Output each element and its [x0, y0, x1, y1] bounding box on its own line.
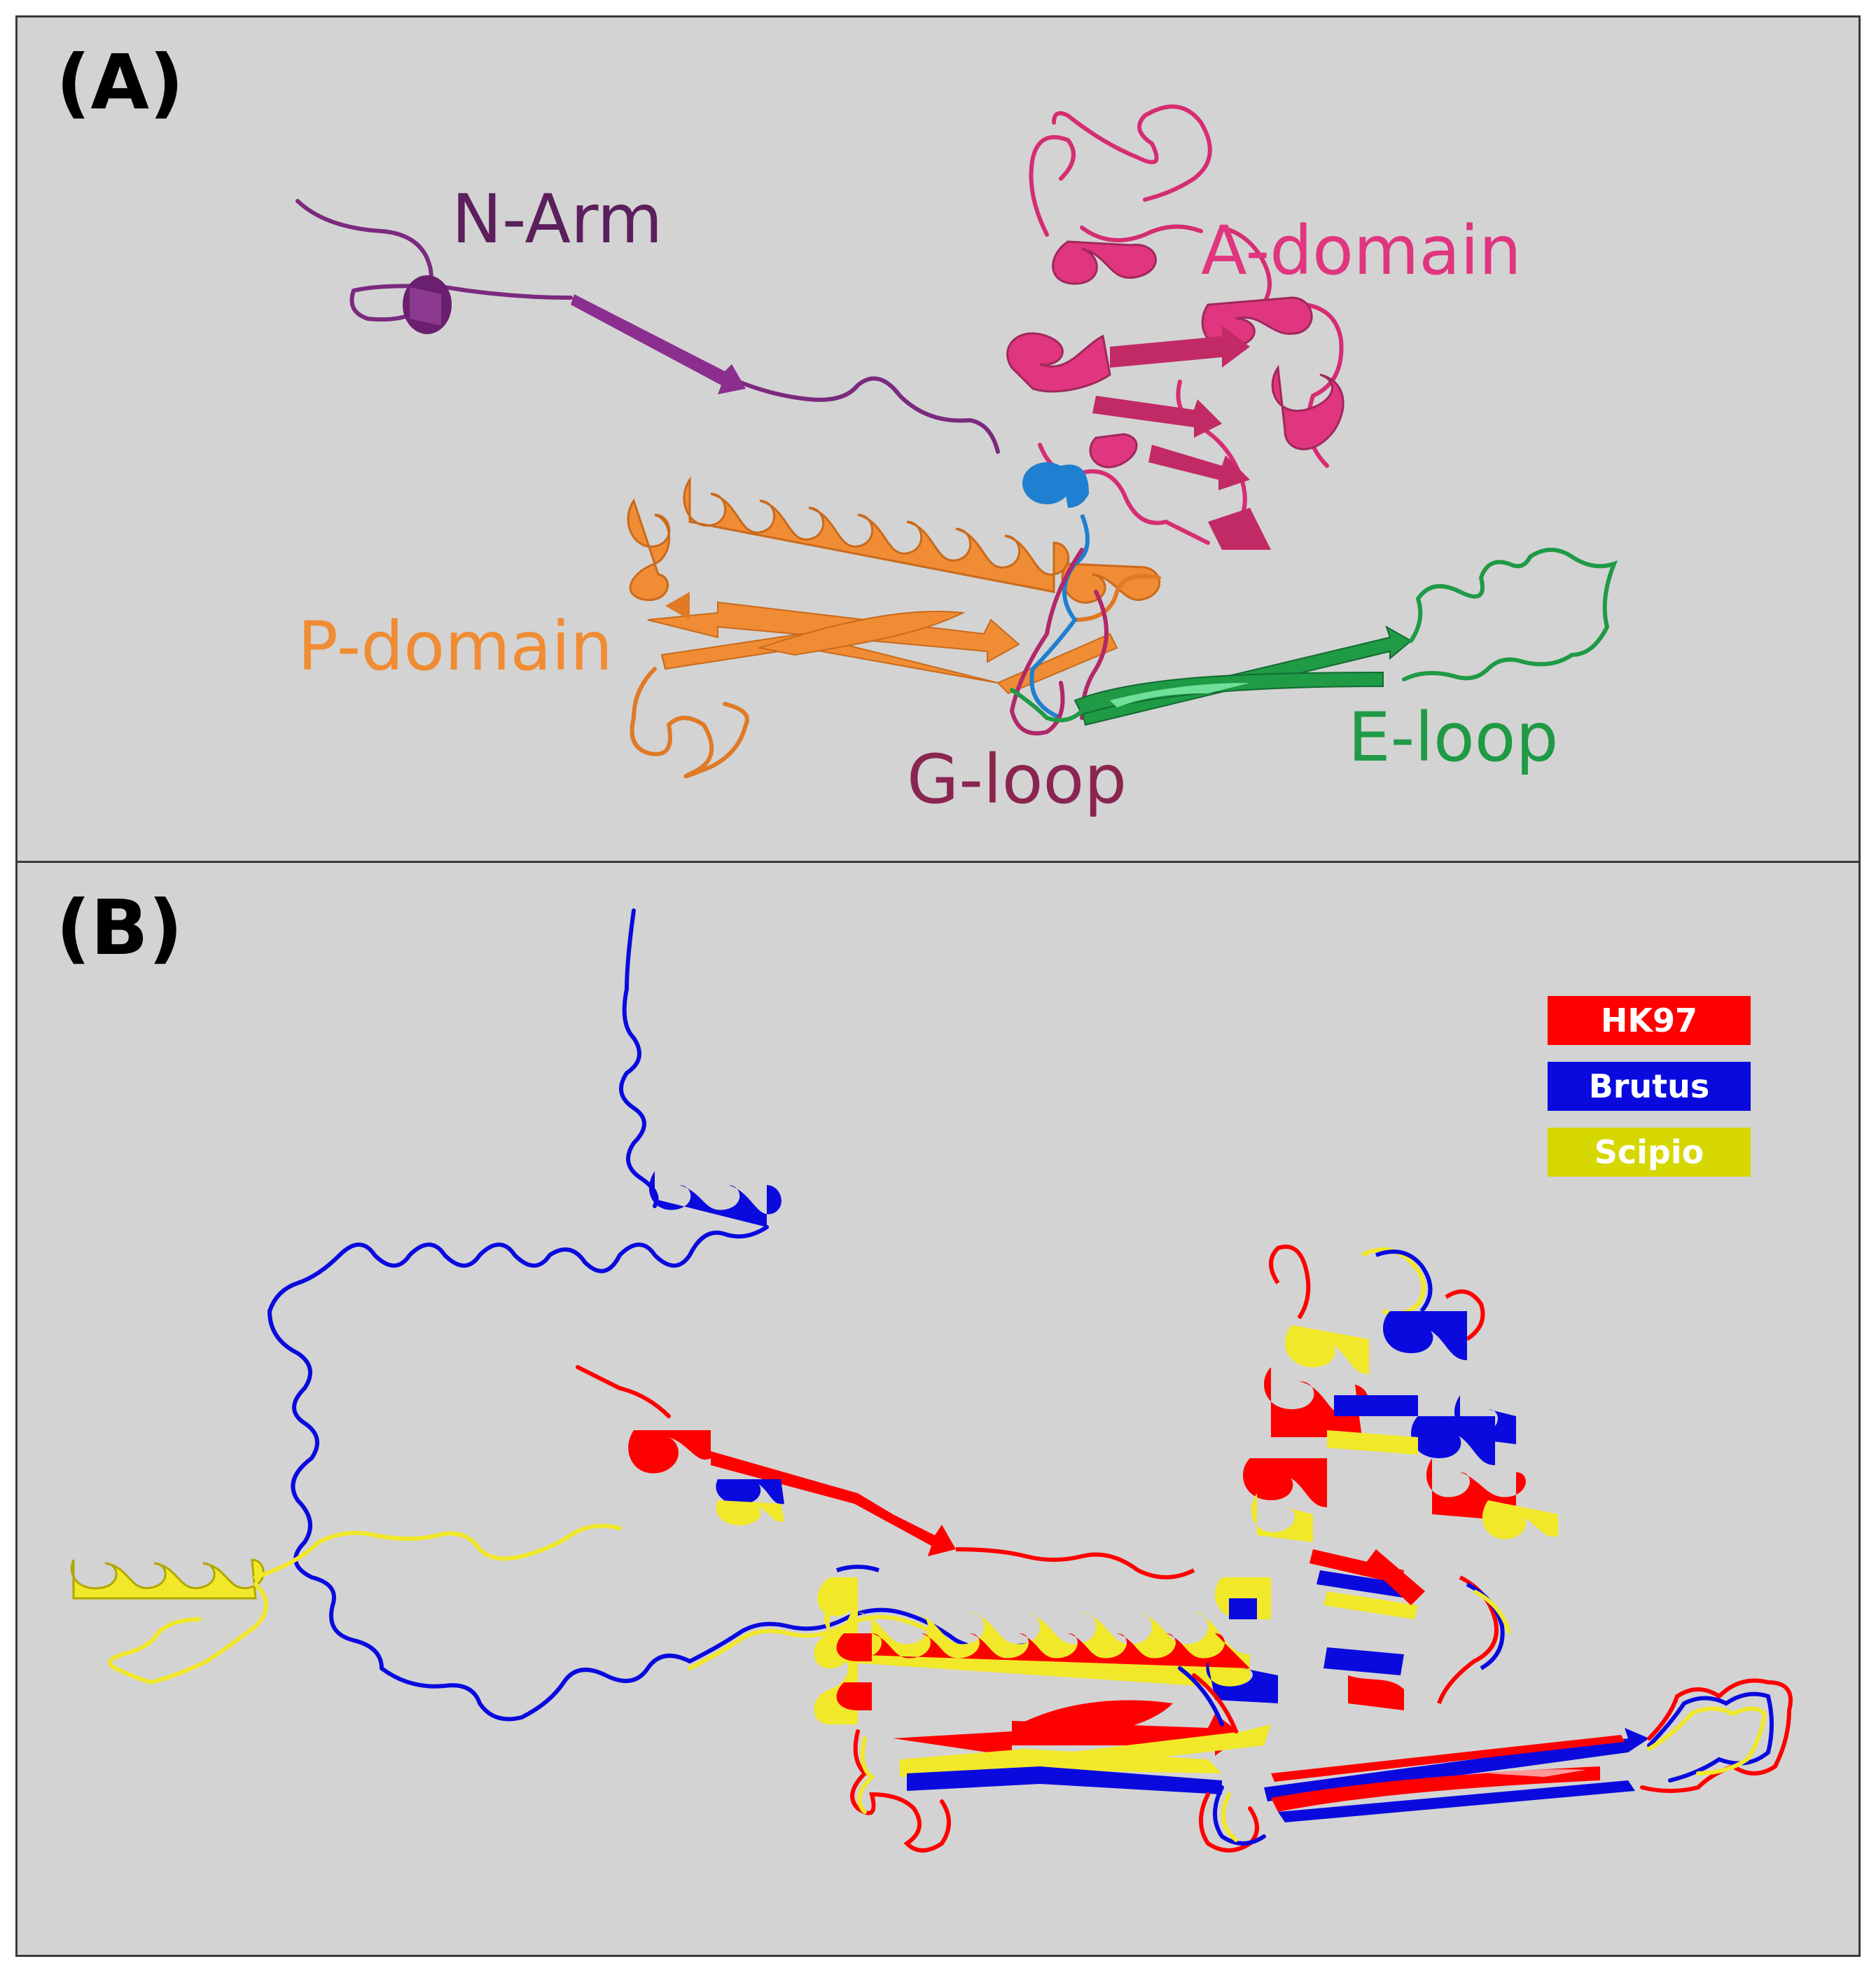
- e-loop-strands: [1074, 625, 1412, 726]
- a-domain-helices: [1006, 240, 1345, 469]
- panel-b-letter: (B): [56, 885, 183, 972]
- legend-hk97: HK97: [1548, 996, 1751, 1045]
- e-loop-strands-b: [1264, 1728, 1649, 1822]
- g-loop-label: G-loop: [907, 740, 1127, 819]
- legend-scipio: Scipio: [1548, 1128, 1751, 1177]
- n-arm-chain: [296, 199, 1000, 454]
- mixed-n-helix: [716, 1479, 784, 1525]
- p-domain-label: P-domain: [298, 607, 613, 686]
- p-domain-helix: [627, 476, 1161, 604]
- structure-b: [70, 908, 1793, 1853]
- central-sheet: [893, 1700, 1271, 1794]
- structure-a: [296, 104, 1618, 779]
- p-domain-sheet: [647, 601, 1118, 695]
- e-loop-label: E-loop: [1348, 698, 1559, 777]
- n-arm-label: N-Arm: [452, 180, 663, 258]
- lower-loops-b: [850, 1666, 1266, 1853]
- scipio-helix-n: [70, 1558, 265, 1600]
- e-loop-chains-b: [1640, 1678, 1793, 1793]
- panel-b: (B) HK97 Brutus Scipio: [15, 861, 1861, 1957]
- brutus-tail: [267, 908, 769, 1722]
- p-domain-loops: [630, 574, 1161, 779]
- hk97-n-arm: [576, 1365, 1195, 1579]
- a-domain-strands: [1092, 326, 1271, 550]
- a-domain-cluster: [1215, 1245, 1558, 1710]
- scipio-tail: [108, 1523, 622, 1685]
- p-domain-long-helix: [824, 1598, 1278, 1703]
- n-arm-strand: [571, 294, 746, 394]
- p-domain-arrow: [665, 592, 690, 620]
- n-arm-helix: [403, 275, 452, 334]
- legend-brutus: Brutus: [1548, 1062, 1751, 1111]
- e-loop-chain: [1010, 548, 1618, 723]
- a-domain-label: A-domain: [1201, 212, 1522, 290]
- blue-helix: [1022, 462, 1090, 720]
- p-domain-left-helix: [814, 1565, 880, 1724]
- panel-a: (A) N-Arm A-domain P-domain G-loop E-loo…: [15, 15, 1861, 863]
- panel-a-letter: (A): [56, 39, 184, 127]
- brutus-helix-n: [648, 1171, 781, 1227]
